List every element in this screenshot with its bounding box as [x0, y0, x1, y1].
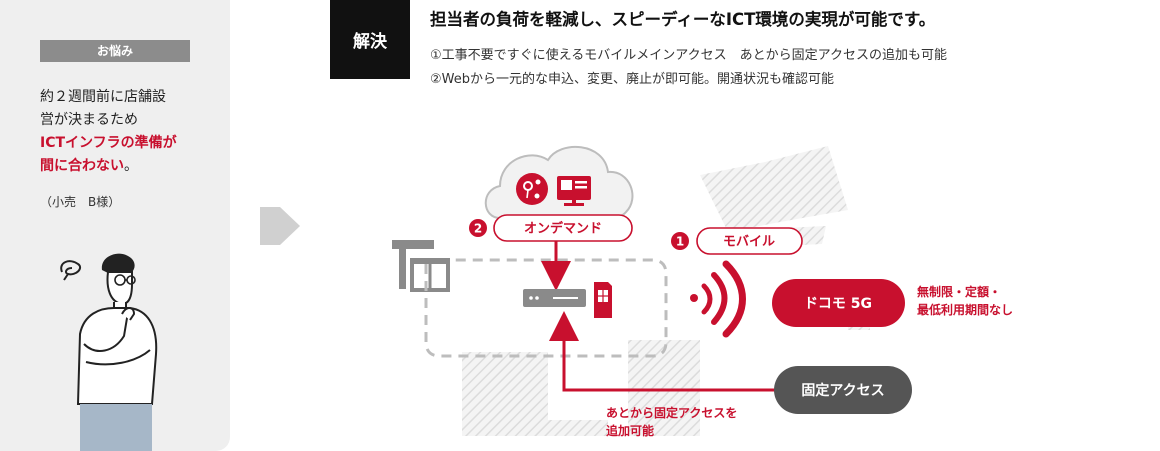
worry-line-4-end: 。: [124, 158, 138, 174]
solution-point-1: ①工事不要ですぐに使えるモバイルメインアクセス あとから固定アクセスの追加も可能: [430, 48, 947, 63]
solution-point-2: ②Webから一元的な申込、変更、廃止が即可能。開通状況も確認可能: [430, 72, 834, 87]
ondemand-pill: 2 オンデマンド: [469, 214, 633, 242]
worry-badge: お悩み: [40, 40, 190, 62]
sim-card-icon: [594, 282, 612, 318]
store-icon: [392, 240, 450, 292]
mobile-pill: 1 モバイル: [671, 227, 803, 255]
worry-source: （小売 B様）: [40, 195, 121, 209]
worry-panel: お悩み 約２週間前に店舗設 営が決まるため ICTインフラの準備が 間に合わない…: [0, 0, 230, 451]
chevron-right-icon: [260, 207, 300, 245]
fixed-access-pill: 固定アクセス: [774, 366, 912, 414]
worry-line-2: 営が決まるため: [40, 112, 138, 128]
solution-badge: 解決: [330, 0, 410, 79]
worry-line-4: 間に合わない。: [40, 155, 215, 178]
fixed-access-arrow: [549, 311, 780, 392]
person-illustration: [60, 253, 158, 451]
worry-line-3: ICTインフラの準備が: [40, 135, 177, 151]
worry-bubble-icon: [60, 260, 82, 281]
add-later-line-2: 追加可能: [606, 423, 654, 438]
solution-title: 担当者の負荷を軽減し、スピーディーなICT環境の実現が可能です。: [430, 10, 936, 29]
wireless-signal-icon: [690, 260, 746, 338]
fixed-access-label: 固定アクセス: [801, 382, 884, 399]
docomo-label: ドコモ 5G: [804, 296, 872, 312]
router-icon: [523, 289, 586, 307]
solution-points: ①工事不要ですぐに使えるモバイルメインアクセス あとから固定アクセスの追加も可能…: [430, 44, 947, 92]
gear-network-icon: [516, 173, 548, 205]
monitor-icon: [557, 176, 591, 206]
worry-line-4-red: 間に合わない: [40, 158, 124, 174]
network-diagram: 2 オンデマンド 1 モバイル ドコモ 5G 無制限・定額・ 最低: [392, 145, 1013, 438]
docomo-5g-pill: ドコモ 5G: [772, 279, 905, 327]
ondemand-number: 2: [474, 222, 482, 236]
worry-line-1: 約２週間前に店舗設: [40, 89, 166, 105]
mobile-label: モバイル: [723, 235, 775, 250]
worry-text: 約２週間前に店舗設 営が決まるため ICTインフラの準備が 間に合わない。: [40, 86, 215, 178]
mobile-number: 1: [676, 235, 684, 249]
add-later-line-1: あとから固定アクセスを: [606, 405, 737, 420]
unlimited-line-2: 最低利用期間なし: [917, 302, 1013, 317]
unlimited-line-1: 無制限・定額・: [917, 284, 1001, 299]
ondemand-label: オンデマンド: [524, 221, 602, 237]
store-boundary: [424, 258, 668, 358]
